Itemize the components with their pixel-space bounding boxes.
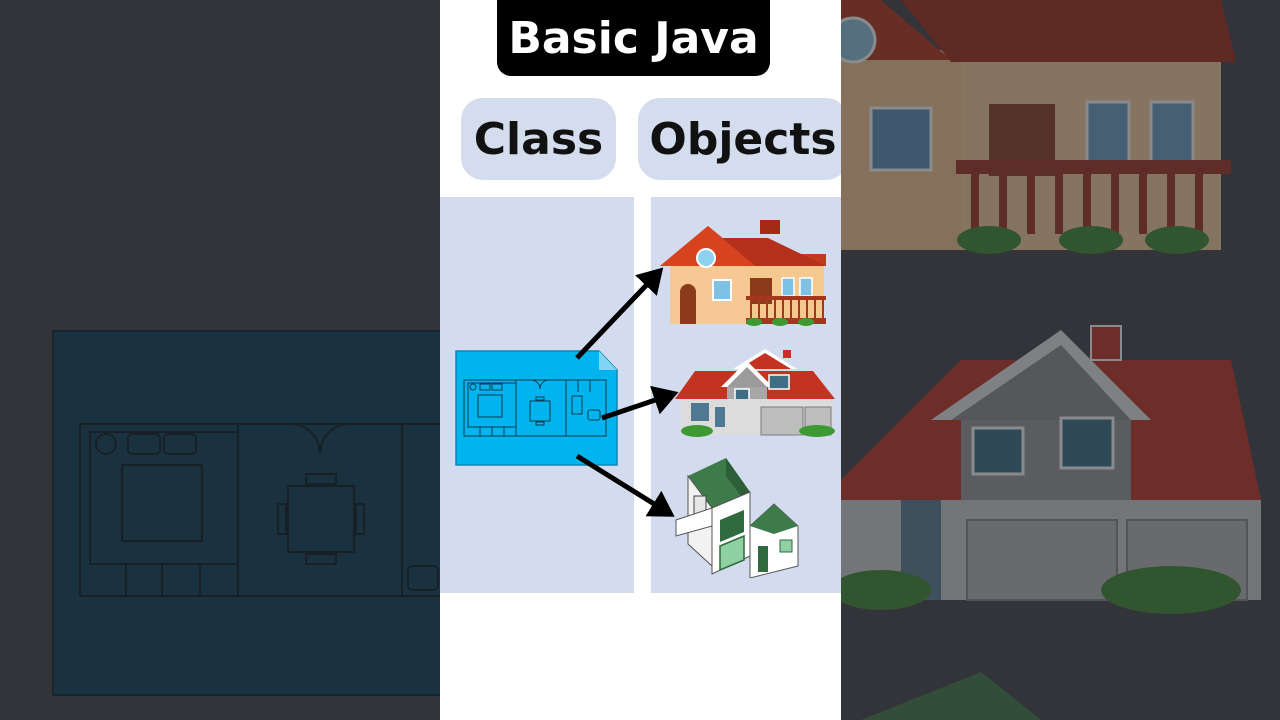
blueprint-icon <box>455 350 618 466</box>
arrow-to-villa <box>601 385 679 421</box>
background-blueprint-zoom <box>0 0 440 720</box>
background-houses-zoom <box>841 0 1280 720</box>
class-label: Class <box>461 98 616 180</box>
objects-label: Objects <box>638 98 841 180</box>
modern-house-icon <box>675 458 799 578</box>
house-icon <box>660 220 826 326</box>
villa-icon <box>675 349 835 437</box>
diagram-card: Basic Java Class Objects <box>440 0 841 720</box>
arrows <box>575 267 679 517</box>
arrow-to-modern-house <box>575 453 675 517</box>
title-banner: Basic Java <box>497 0 770 76</box>
arrow-to-house <box>575 267 664 360</box>
